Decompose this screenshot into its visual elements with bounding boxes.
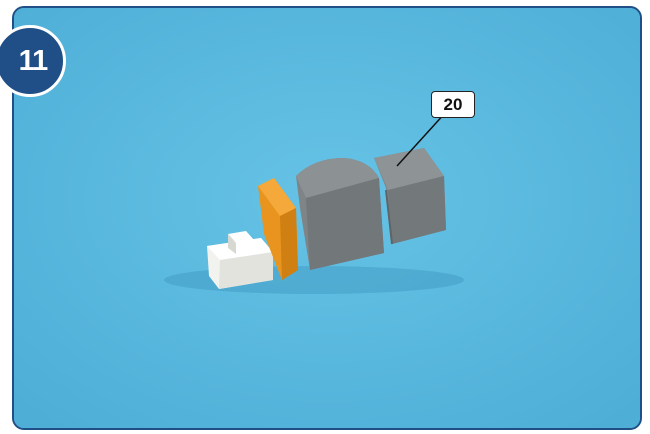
assembly-illustration — [14, 8, 642, 430]
part-callout-label: 20 — [431, 91, 475, 118]
photo-panel: 20 — [12, 6, 642, 430]
grey-brick-front — [296, 158, 384, 270]
